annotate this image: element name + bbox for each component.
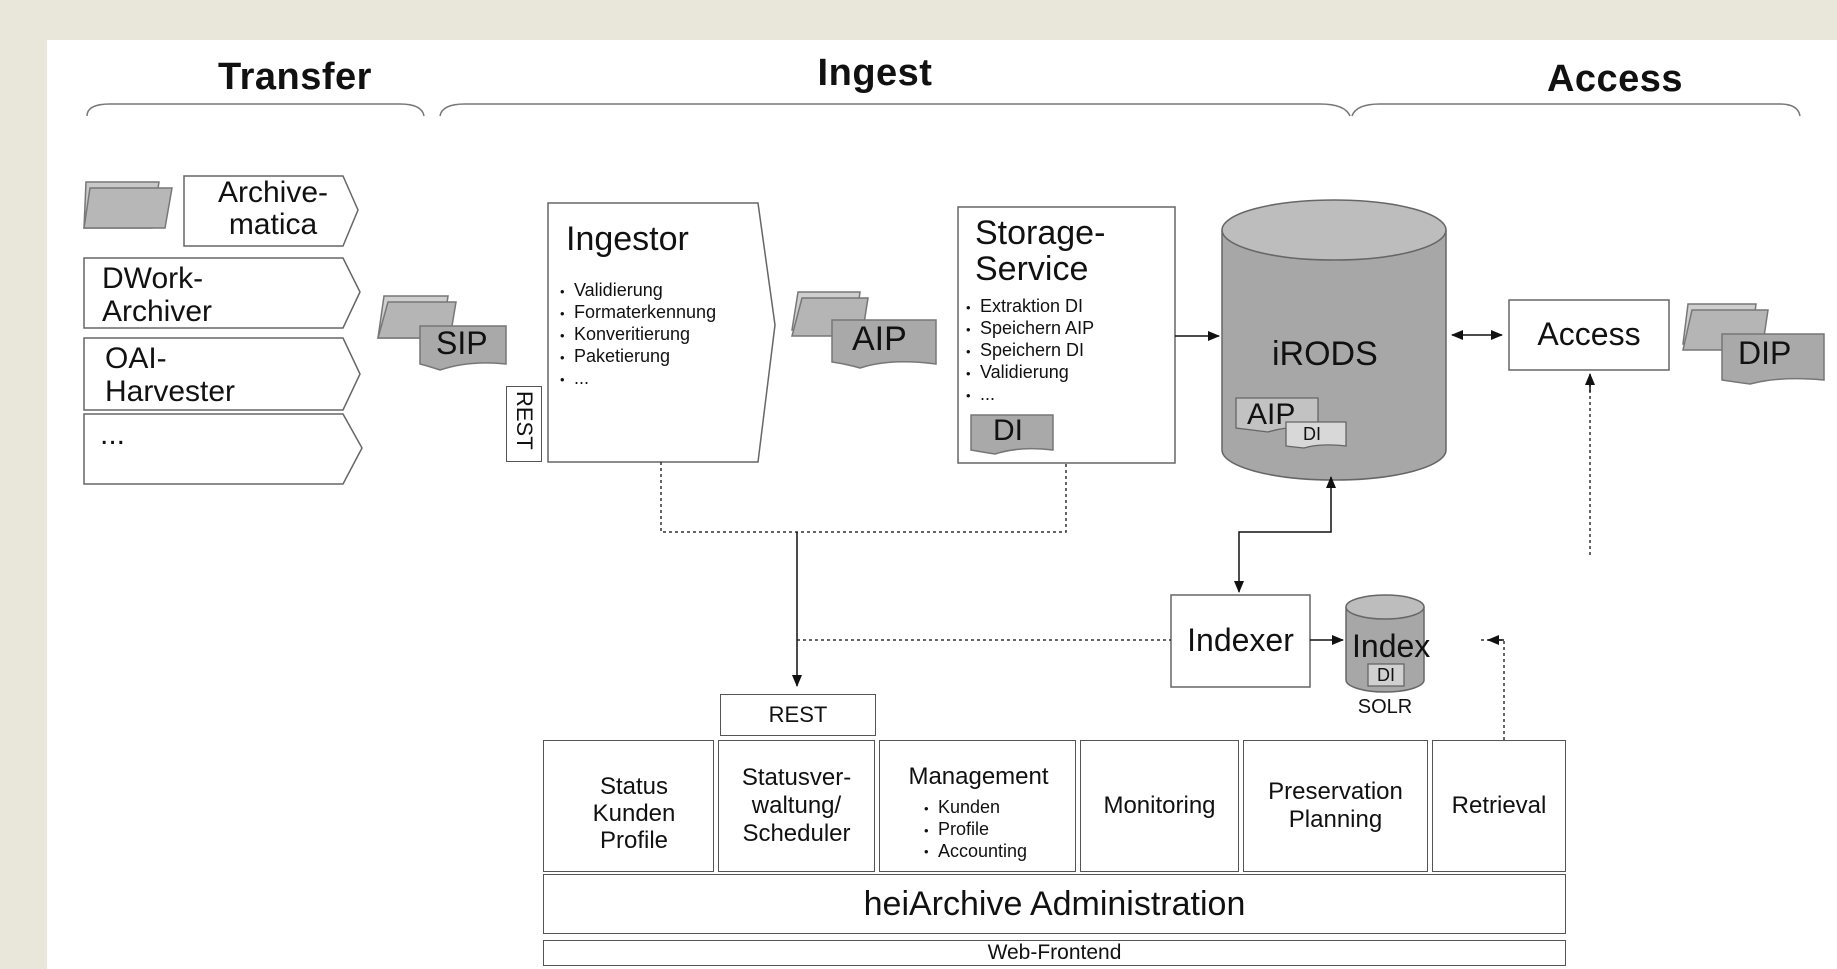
ingestor-task-list: Validierung Formaterkennung Konveritieru… — [560, 280, 716, 390]
section-ingest-title: Ingest — [817, 52, 933, 94]
index-di-label: DI — [1377, 665, 1395, 685]
admin-rest-endpoint: REST — [720, 694, 876, 736]
ingestor-title: Ingestor — [566, 220, 689, 258]
index-label: Index — [1352, 628, 1431, 664]
management-module: Management Kunden Profile Accounting — [879, 740, 1076, 872]
access-box-label: Access — [1537, 316, 1641, 352]
ingest-brace — [439, 103, 1351, 117]
aip-package-shape — [791, 291, 937, 369]
access-brace — [1351, 103, 1801, 117]
ingestor-rest-endpoint: REST — [506, 386, 542, 462]
storage-task: Validierung — [966, 362, 1094, 384]
ingestor-task: ... — [560, 368, 716, 390]
source-archivematica-shape — [183, 175, 359, 247]
management-item: Accounting — [924, 841, 1027, 863]
source-oai-shape — [83, 337, 361, 411]
storage-task: ... — [966, 384, 1094, 406]
management-item: Profile — [924, 819, 1027, 841]
storage-di-label: DI — [993, 414, 1023, 447]
source-more: ... — [100, 418, 126, 451]
solr-caption: SOLR — [1357, 696, 1413, 718]
irods-aip-label: AIP — [1247, 398, 1296, 431]
storage-task-list: Extraktion DI Speichern AIP Speichern DI… — [966, 296, 1094, 406]
storage-service-title: Storage-Service — [975, 214, 1106, 288]
source-more-shape — [83, 413, 363, 485]
ingestor-task: Paketierung — [560, 346, 716, 368]
irods-di-label: DI — [1303, 424, 1321, 444]
ingestor-task: Konveritierung — [560, 324, 716, 346]
source-dwork-archiver: DWork-Archiver — [102, 262, 213, 328]
index-cylinder-shape — [1345, 594, 1425, 693]
source-archivematica: Archive-matica — [217, 176, 329, 241]
dip-label: DIP — [1738, 335, 1792, 371]
management-item-list: Kunden Profile Accounting — [924, 797, 1027, 862]
storage-di-shape — [970, 414, 1054, 455]
section-access-title: Access — [1546, 58, 1684, 100]
source-oai-harvester: OAI-Harvester — [105, 342, 236, 408]
folder-icon — [83, 181, 173, 229]
preservation-planning-module: Preservation Planning — [1243, 740, 1428, 872]
access-box-shape — [1508, 299, 1670, 371]
status-db-module: Status Kunden Profile — [543, 740, 714, 872]
irods-cylinder-shape — [1221, 199, 1447, 481]
source-dwork-shape — [83, 257, 361, 329]
monitoring-module: Monitoring — [1080, 740, 1239, 872]
section-transfer-title: Transfer — [218, 56, 372, 98]
heiarchive-administration-bar: heiArchive Administration — [543, 874, 1566, 934]
management-title: Management — [908, 763, 1049, 790]
irods-label: iRODS — [1272, 335, 1378, 373]
indexer-label: Indexer — [1187, 622, 1294, 658]
indexer-box-shape — [1170, 594, 1311, 688]
ingestor-task: Validierung — [560, 280, 716, 302]
retrieval-module: Retrieval — [1432, 740, 1566, 872]
ingestor-task: Formaterkennung — [560, 302, 716, 324]
sip-package-shape — [377, 295, 507, 371]
status-db-label: Status Kunden Profile — [592, 773, 676, 854]
transfer-brace — [86, 103, 425, 117]
management-item: Kunden — [924, 797, 1027, 819]
storage-task: Speichern AIP — [966, 318, 1094, 340]
storage-task: Speichern DI — [966, 340, 1094, 362]
statusverwaltung-module: Statusver- waltung/ Scheduler — [718, 740, 875, 872]
dip-package-shape — [1682, 303, 1825, 385]
web-frontend-bar[interactable]: Web-Frontend — [543, 940, 1566, 966]
storage-task: Extraktion DI — [966, 296, 1094, 318]
aip-label: AIP — [852, 320, 907, 358]
sip-label: SIP — [436, 325, 488, 361]
